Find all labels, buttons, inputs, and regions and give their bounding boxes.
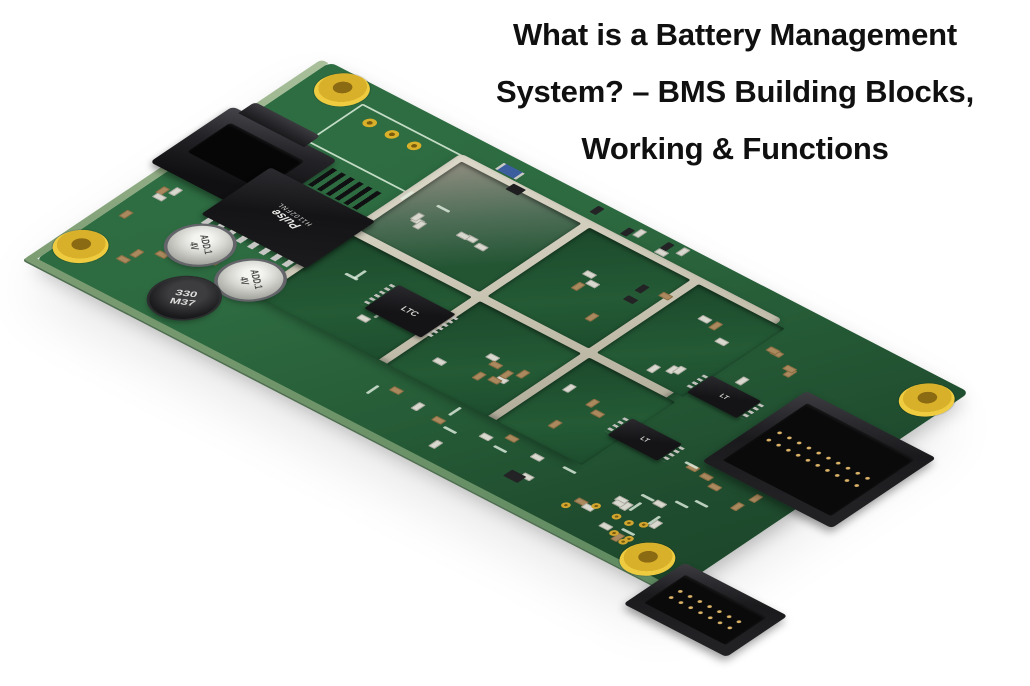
smd-component [492,445,508,454]
title-line-1: What is a Battery Management [512,17,957,52]
mounting-hole [887,376,967,424]
smd-component [447,407,462,417]
gold-pad [403,139,425,152]
smd-component [734,376,751,386]
title-line-3: Working & Functions [581,131,889,166]
capacitor-marking: ADD.1 4V [237,269,266,290]
gold-pad [609,512,624,521]
sot23-transistor [503,469,527,484]
smd-component [410,401,426,412]
smd-component [427,439,444,449]
smd-component [730,501,746,511]
smd-component [652,499,668,509]
soic-ic: LT [686,375,762,418]
connector-gold-pins [661,585,750,634]
title-line-2: System? – BMS Building Blocks, [495,74,975,109]
mounting-hole [41,223,121,270]
smd-component [693,499,709,508]
smd-component [640,493,655,502]
smd-component [478,432,495,442]
page-title: What is a Battery Management System? – B… [440,6,1030,177]
connector-gold-pins [758,426,880,493]
smd-component [168,186,184,197]
inductor-marking: 330 M37 [168,288,199,309]
smd-component [431,415,447,425]
smd-component [706,482,723,492]
smd-component [118,209,134,219]
smd-component [588,205,605,216]
gold-pad [621,518,636,528]
smd-component [151,192,167,202]
smd-component [388,386,405,396]
capacitor-marking: ADD.1 4V [187,234,215,255]
smd-component [442,426,458,435]
smd-component [529,453,546,463]
smd-component [503,433,520,443]
smd-component [116,254,133,264]
smd-component [597,521,614,531]
gold-pad [381,128,403,141]
smd-component [562,465,578,475]
smd-component [365,384,381,394]
smd-component [674,500,690,509]
gold-pad [359,116,381,130]
soic-ic: LT [607,418,683,461]
smd-component [674,247,691,257]
smd-component [699,472,715,482]
gold-pad [559,501,573,510]
smd-component [129,248,146,259]
smd-component [748,493,764,503]
